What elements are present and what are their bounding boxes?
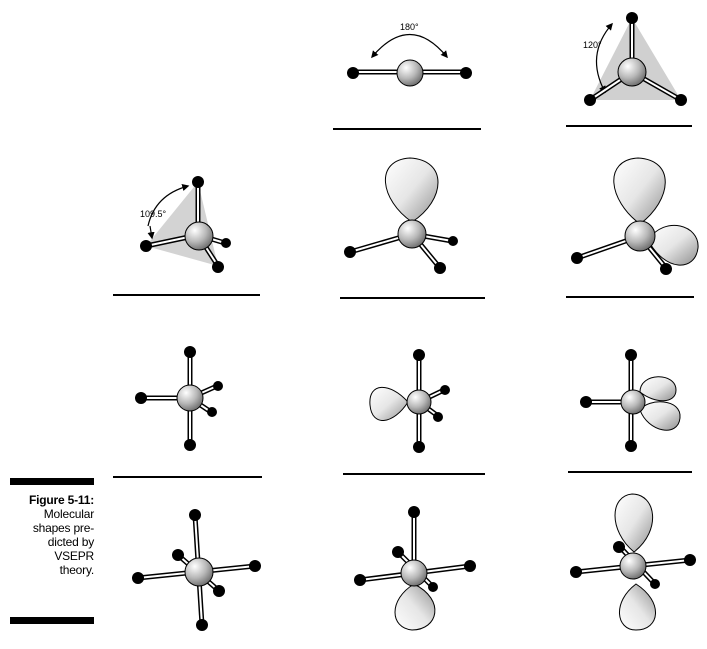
central-atom — [184, 557, 214, 587]
lone-pair-lobe — [394, 583, 436, 631]
ligand-atom — [650, 579, 660, 589]
caption-line: Molecular — [43, 507, 94, 521]
ligand-atom — [433, 412, 443, 422]
ligand-atom — [625, 349, 637, 361]
ligand-atom — [172, 549, 184, 561]
ligand-atom — [207, 407, 217, 417]
central-atom — [406, 389, 432, 415]
molecule-square-pyramidal — [354, 506, 476, 631]
ligand-atom — [580, 396, 592, 408]
central-atom — [184, 221, 214, 251]
ligand-atom — [132, 572, 144, 584]
lone-pair-lobe — [639, 376, 677, 402]
ligand-atom — [140, 240, 152, 252]
ligand-atom — [428, 582, 438, 592]
ligand-atom — [344, 246, 356, 258]
ligand-atom — [448, 236, 458, 246]
ligand-atom — [625, 440, 637, 452]
molecule-trigonal-pyramidal — [344, 157, 458, 274]
ligand-atom — [460, 67, 472, 79]
angle-label-109: 109.5° — [140, 209, 167, 219]
ligand-atom — [135, 392, 147, 404]
ligand-atom — [584, 94, 596, 106]
ligand-atom — [684, 554, 696, 566]
molecule-tetrahedral: 109.5° — [140, 176, 231, 273]
figure-caption: Figure 5-11: Molecular shapes pre- dicte… — [10, 493, 94, 577]
lone-pair-lobe — [639, 401, 681, 431]
central-atom — [624, 220, 656, 252]
ligand-atom — [184, 346, 196, 358]
ligand-atom — [413, 441, 425, 453]
central-atom — [400, 559, 428, 587]
ligand-atom — [212, 261, 224, 273]
caption-line: theory. — [59, 563, 95, 577]
ligand-atom — [221, 238, 231, 248]
ligand-atom — [213, 585, 225, 597]
lone-pair-lobe — [647, 224, 699, 266]
molecule-trigonal-bipyramidal — [135, 346, 223, 451]
angle-label-180: 180° — [400, 22, 419, 32]
molecule-bent — [571, 157, 699, 275]
molecule-trigonal-planar: 120° — [583, 12, 687, 106]
ligand-atom — [196, 619, 208, 631]
molecule-seesaw — [369, 349, 450, 453]
molecule-t-shaped — [580, 349, 681, 452]
lone-pair-lobe — [384, 157, 439, 223]
ligand-atom — [571, 252, 583, 264]
caption-line: dicted by — [47, 535, 94, 549]
ligand-atom — [613, 541, 625, 553]
central-atom — [176, 384, 204, 412]
ligand-atom — [392, 546, 404, 558]
central-atom — [617, 57, 647, 87]
ligand-atom — [660, 263, 672, 275]
lone-pair-lobe — [614, 493, 653, 553]
row-separators — [113, 125, 694, 478]
ligand-atom — [354, 574, 366, 586]
caption-bottom-bar — [10, 617, 94, 624]
central-atom — [396, 59, 424, 87]
ligand-atom — [570, 566, 582, 578]
ligand-atom — [213, 381, 223, 391]
ligand-atom — [189, 509, 201, 521]
molecule-square-planar — [570, 493, 696, 631]
caption-top-bar — [10, 478, 94, 485]
ligand-atom — [408, 506, 420, 518]
lone-pair-lobe — [619, 583, 656, 631]
lone-pair-lobe — [613, 157, 666, 225]
ligand-atom — [440, 385, 450, 395]
lone-pair-lobe — [369, 386, 409, 421]
ligand-atom — [626, 12, 638, 24]
ligand-atom — [464, 560, 476, 572]
ligand-atom — [249, 560, 261, 572]
caption-line: VSEPR — [54, 549, 94, 563]
ligand-atom — [434, 262, 446, 274]
figure-label: Figure 5-11: — [29, 493, 94, 507]
central-atom — [619, 552, 647, 580]
molecule-octahedral — [132, 509, 261, 631]
ligand-atom — [192, 176, 204, 188]
central-atom — [397, 219, 427, 249]
ligand-atom — [675, 94, 687, 106]
central-atom — [620, 389, 646, 415]
ligand-atom — [413, 349, 425, 361]
angle-label-120: 120° — [583, 40, 602, 50]
ligand-atom — [347, 67, 359, 79]
molecule-linear: 180° — [347, 22, 472, 87]
caption-line: shapes pre- — [32, 521, 94, 535]
ligand-atom — [184, 439, 196, 451]
